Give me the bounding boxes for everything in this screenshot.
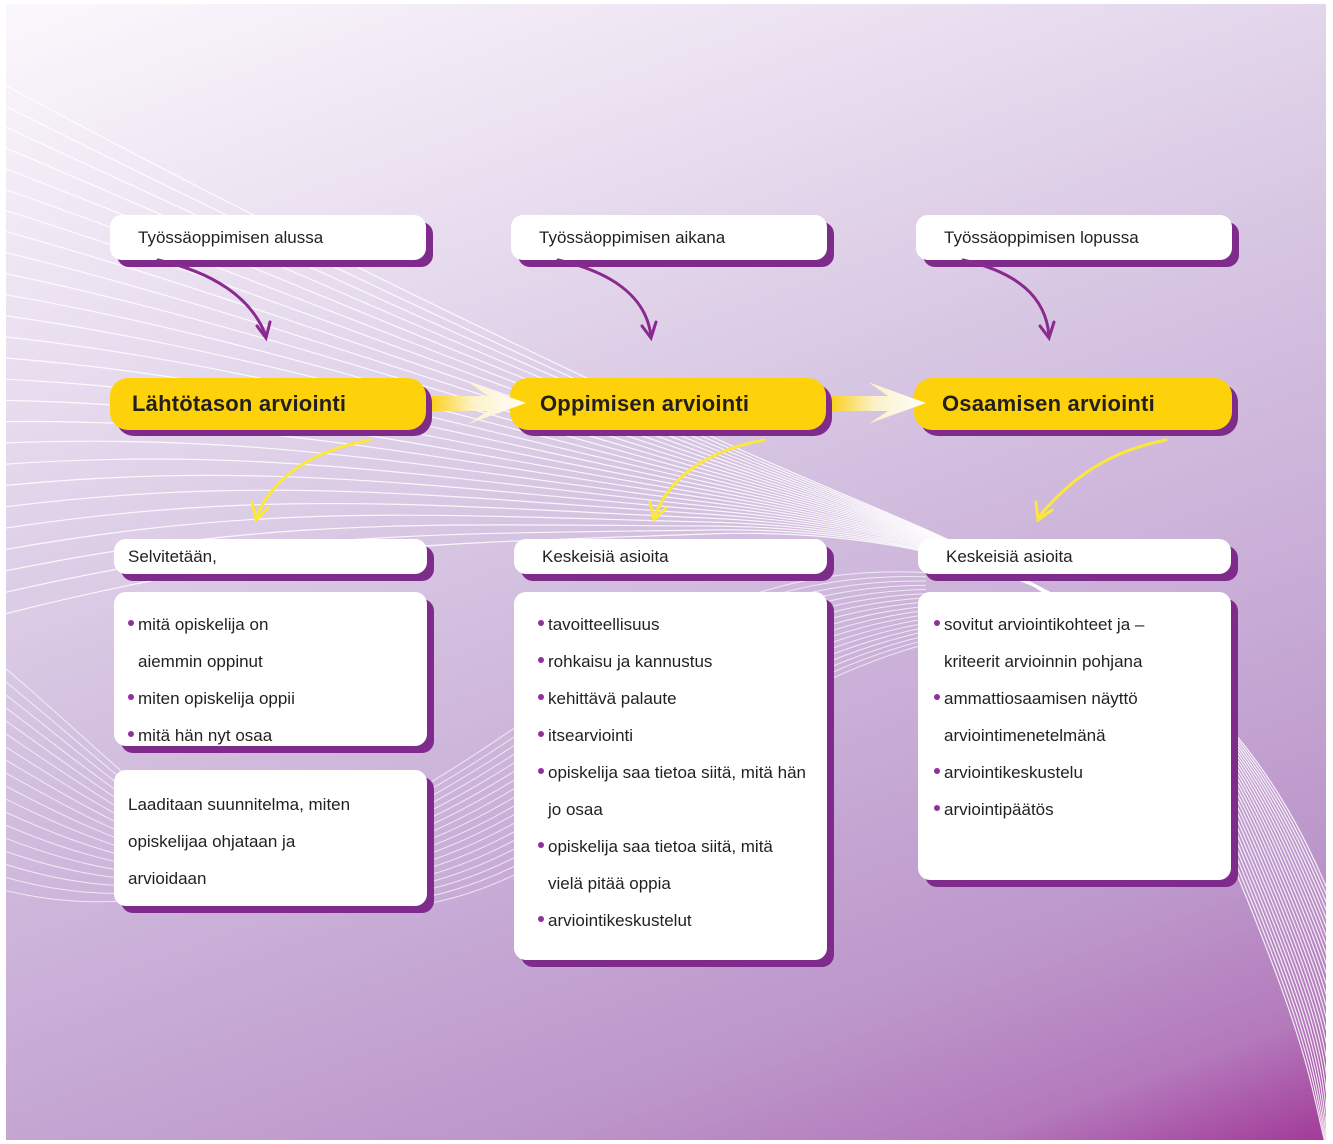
list-item: arviointikeskustelut	[538, 902, 817, 939]
section-heading: Keskeisiä asioita	[946, 546, 1073, 566]
topic-list-box: mitä opiskelija on aiemmin oppinut miten…	[114, 592, 427, 746]
section-heading: Selvitetään,	[128, 546, 217, 566]
topic-list: mitä opiskelija on aiemmin oppinut miten…	[114, 592, 427, 754]
topic-list-box: tavoitteellisuus rohkaisu ja kannustus k…	[514, 592, 827, 960]
list-item: ammattiosaamisen näyttö arviointimenetel…	[934, 680, 1219, 754]
timing-box-during: Työssäoppimisen aikana	[511, 215, 827, 260]
list-item: itsearviointi	[538, 717, 817, 754]
topic-list: sovitut arviointikohteet ja –kriteerit a…	[918, 592, 1231, 828]
assessment-baseline: Lähtötason arviointi	[110, 378, 426, 430]
list-item: sovitut arviointikohteet ja –kriteerit a…	[934, 606, 1194, 680]
list-item: tavoitteellisuus	[538, 606, 817, 643]
list-item: arviointikeskustelu	[934, 754, 1221, 791]
list-item: mitä hän nyt osaa	[128, 717, 417, 754]
section-heading-box: Selvitetään,	[114, 539, 427, 574]
list-item: mitä opiskelija on aiemmin oppinut	[128, 606, 328, 680]
list-item: rohkaisu ja kannustus	[538, 643, 817, 680]
timing-label: Työssäoppimisen aikana	[539, 227, 726, 247]
list-item: opiskelija saa tietoa siitä, mitä vielä …	[538, 828, 810, 902]
assessment-learning: Oppimisen arviointi	[510, 378, 826, 430]
list-item: miten opiskelija oppii	[128, 680, 417, 717]
timing-label: Työssäoppimisen lopussa	[944, 227, 1139, 247]
assessment-label: Osaamisen arviointi	[942, 391, 1155, 416]
assessment-competence: Osaamisen arviointi	[914, 378, 1232, 430]
list-item: kehittävä palaute	[538, 680, 817, 717]
timing-box-start: Työssäoppimisen alussa	[110, 215, 426, 260]
list-item: opiskelija saa tietoa siitä, mitä hän jo…	[538, 754, 810, 828]
section-heading-box: Keskeisiä asioita	[514, 539, 827, 574]
section-heading: Keskeisiä asioita	[542, 546, 669, 566]
list-item: arviointipäätös	[934, 791, 1221, 828]
timing-label: Työssäoppimisen alussa	[138, 227, 324, 247]
plan-box: Laaditaan suunnitelma, miten opiskelijaa…	[114, 770, 427, 906]
section-heading-box: Keskeisiä asioita	[918, 539, 1231, 574]
assessment-label: Lähtötason arviointi	[132, 391, 347, 416]
topic-list-box: sovitut arviointikohteet ja –kriteerit a…	[918, 592, 1231, 880]
timing-box-end: Työssäoppimisen lopussa	[916, 215, 1232, 260]
plan-text: Laaditaan suunnitelma, miten opiskelijaa…	[128, 795, 351, 888]
topic-list: tavoitteellisuus rohkaisu ja kannustus k…	[514, 592, 827, 939]
diagram-canvas: Työssäoppimisen alussa Lähtötason arvioi…	[6, 4, 1326, 1140]
assessment-label: Oppimisen arviointi	[540, 391, 750, 416]
